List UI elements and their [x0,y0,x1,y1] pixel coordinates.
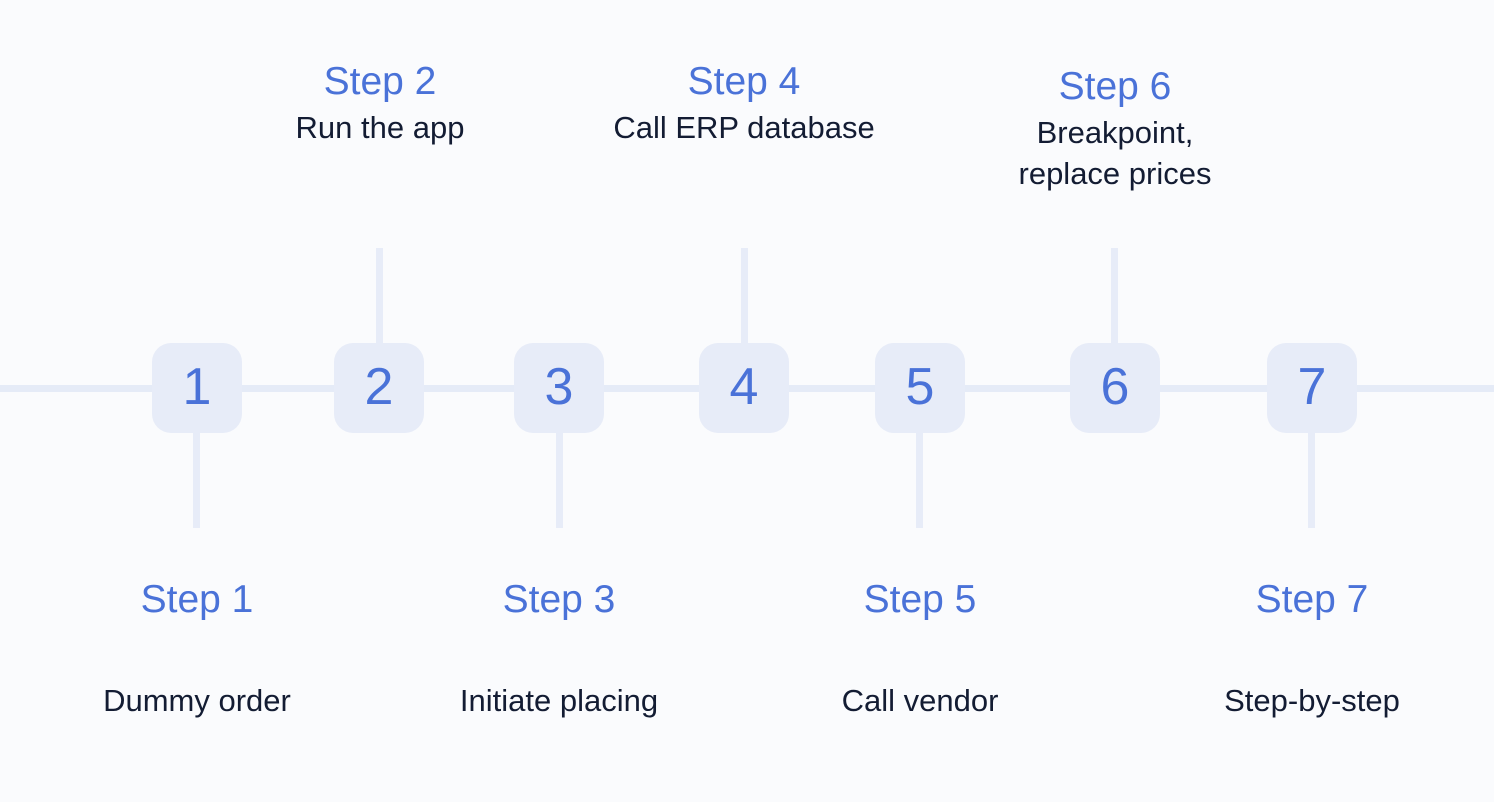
timeline-node-3[interactable]: 3 [514,343,604,433]
step-description-5-line-1: Call vendor [841,683,999,718]
step-title-3: Step 3 [502,578,616,621]
node-number-2: 2 [364,358,394,416]
step-description-7: Step-by-step [1112,680,1494,721]
timeline-node-5[interactable]: 5 [875,343,965,433]
connector-stem-step-7 [1308,430,1315,528]
step-title-5: Step 5 [863,578,977,621]
label-group-step-2: Step 2 Run the app [180,57,580,148]
step-description-4-line-1: Call ERP database [613,110,875,145]
connector-stem-step-5 [916,430,923,528]
step-title-1: Step 1 [140,578,254,621]
step-description-2-line-1: Run the app [295,110,465,145]
step-description-4: Call ERP database [544,107,944,148]
step-description-3-line-1: Initiate placing [459,683,659,718]
step-description-6-line-2: replace prices [1018,156,1212,191]
node-number-1: 1 [182,358,212,416]
node-number-7: 7 [1297,358,1327,416]
step-title-2: Step 2 [323,60,437,103]
label-group-step-1: Step 1 Dummy order [0,575,397,721]
node-number-3: 3 [544,358,574,416]
step-description-6: Breakpoint, replace prices [915,112,1315,194]
step-description-3: Initiate placing [359,680,759,721]
label-group-step-3: Step 3 Initiate placing [359,575,759,721]
step-description-2: Run the app [180,107,580,148]
timeline-node-4[interactable]: 4 [699,343,789,433]
label-group-step-5: Step 5 Call vendor [720,575,1120,721]
label-group-step-7: Step 7 Step-by-step [1112,575,1494,721]
step-description-7-line-1: Step-by-step [1224,683,1400,718]
timeline-node-1[interactable]: 1 [152,343,242,433]
node-number-4: 4 [729,358,759,416]
node-number-5: 5 [905,358,935,416]
timeline-node-6[interactable]: 6 [1070,343,1160,433]
step-title-4: Step 4 [687,60,801,103]
connector-stem-step-2 [376,248,383,346]
step-title-7: Step 7 [1255,578,1369,621]
step-description-1-line-1: Dummy order [103,683,291,718]
label-group-step-4: Step 4 Call ERP database [544,57,944,148]
connector-stem-step-6 [1111,248,1118,346]
step-description-1: Dummy order [0,680,397,721]
step-description-6-line-1: Breakpoint, [1036,115,1194,150]
timeline-node-7[interactable]: 7 [1267,343,1357,433]
connector-stem-step-1 [193,430,200,528]
timeline-node-2[interactable]: 2 [334,343,424,433]
step-description-5: Call vendor [720,680,1120,721]
step-title-6: Step 6 [1058,65,1172,108]
label-group-step-6: Step 6 Breakpoint, replace prices [915,62,1315,194]
node-number-6: 6 [1100,358,1130,416]
connector-stem-step-4 [741,248,748,346]
connector-stem-step-3 [556,430,563,528]
